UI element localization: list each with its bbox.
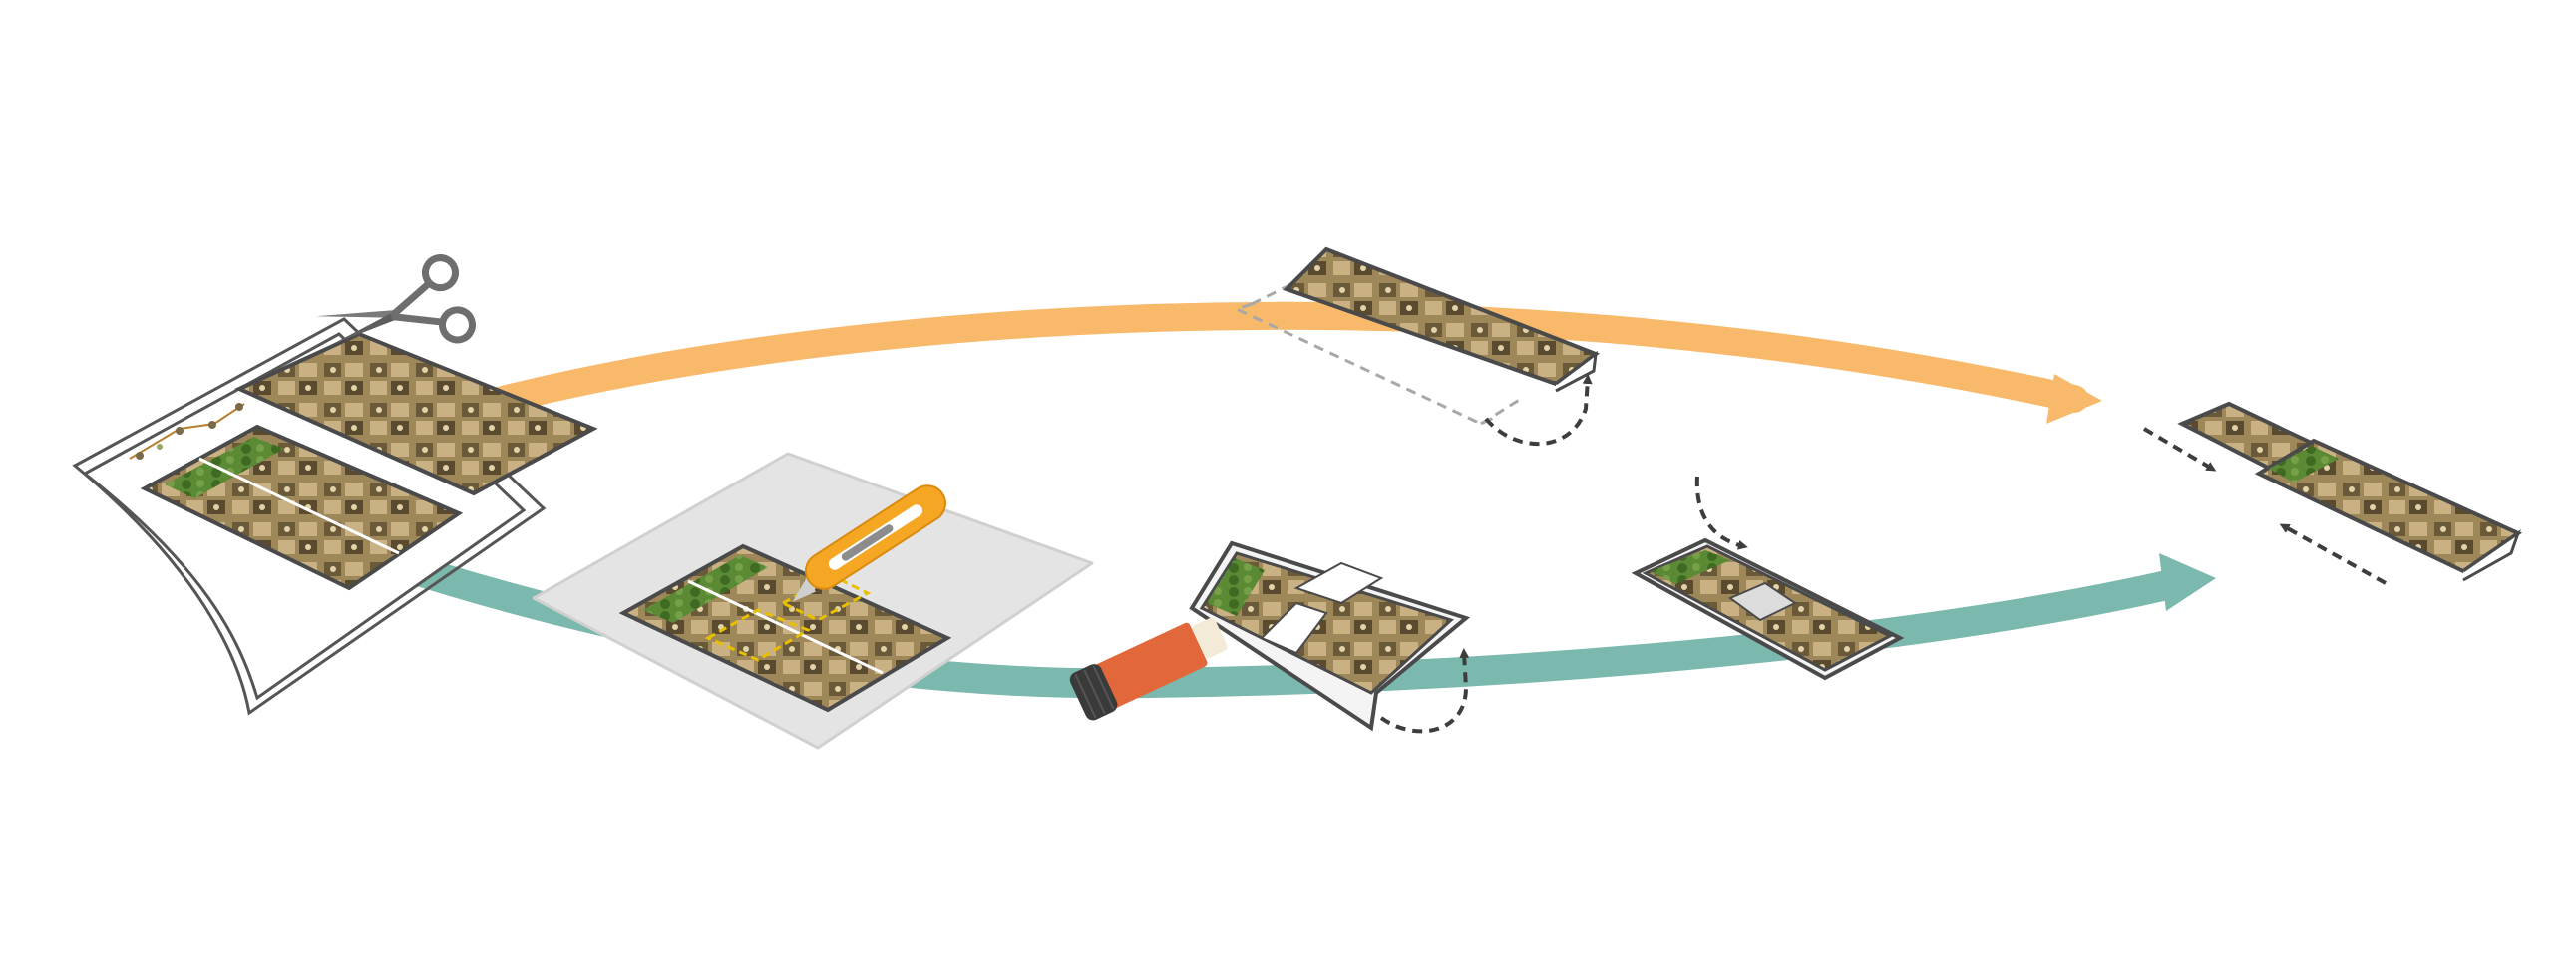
folded-flap: [1727, 581, 1798, 622]
foliage-band: [165, 437, 284, 498]
fold-panel: [1631, 476, 1905, 681]
paper-sheet-curl: [72, 317, 547, 716]
foliage-band: [1207, 558, 1265, 616]
glue-window: [1260, 601, 1328, 655]
fold-back-strip: [1232, 246, 1601, 447]
strip-divider: [198, 457, 400, 555]
print-sheets: [72, 317, 598, 716]
top-flow-arrowhead: [2046, 374, 2102, 424]
straight-dashed-arrow-icon: [2279, 523, 2387, 585]
straight-dashed-arrow-icon: [2142, 427, 2217, 472]
top-flow-arrow: [455, 301, 2088, 423]
curved-dashed-arrow-icon: [1694, 476, 1748, 550]
assemble-strips: [2142, 401, 2523, 585]
folded-card-print: [1199, 551, 1454, 695]
scissors-icon: [315, 254, 476, 346]
cut-window-outline: [779, 574, 872, 622]
glue-window: [1293, 561, 1384, 605]
cut-window-outline: [704, 608, 812, 662]
glue-stick-icon: [1069, 617, 1228, 721]
print-strip-upper: [234, 331, 598, 496]
utility-knife-icon: [792, 484, 946, 602]
foliage-band: [2269, 446, 2339, 483]
specimen-sketch: [129, 403, 245, 460]
curved-dashed-arrow-icon: [1484, 374, 1593, 447]
cut-windows-with-knife: [618, 543, 952, 713]
curved-dashed-arrow-icon: [1379, 648, 1470, 734]
glue-and-fold: [1189, 540, 1471, 734]
foliage-band: [1651, 550, 1730, 584]
bottom-flow-arrowhead: [2159, 553, 2216, 611]
